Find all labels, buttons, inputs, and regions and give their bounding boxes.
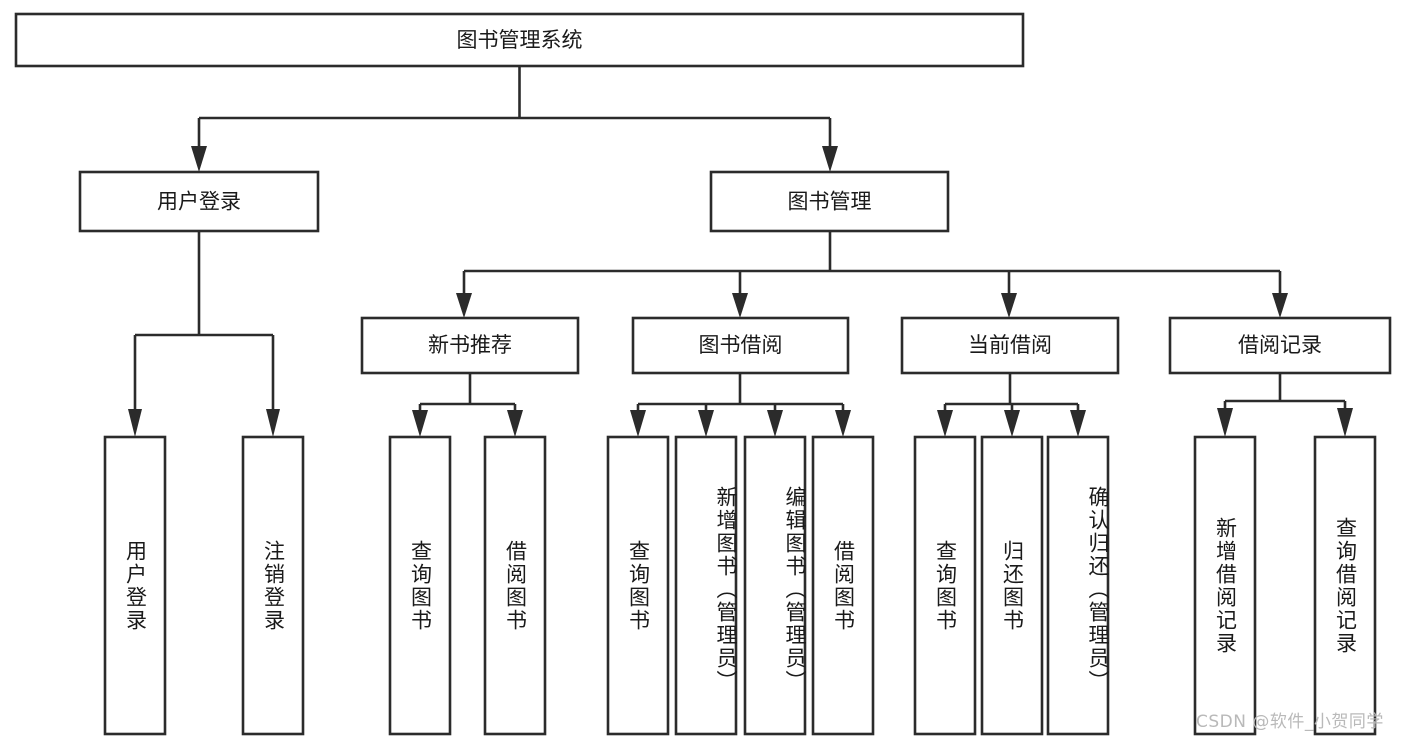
node-layer-leaves <box>103 435 1377 736</box>
arrow-head-user-login <box>191 146 207 172</box>
arrow-head-new-book-recommend <box>456 293 472 318</box>
node-layer-horizontal: 图书管理系统 用户登录 图书管理 新书推荐 图书借阅 当前借阅 <box>14 12 1392 375</box>
node-user-login[interactable]: 用户登录 <box>78 170 320 233</box>
node-root-rect[interactable] <box>14 12 1025 68</box>
node-borrow-record-rect[interactable] <box>1168 316 1392 375</box>
arrow-head-leaf-query-book-borrow <box>630 410 646 437</box>
arrow-head-leaf-borrow-book-recommend <box>507 410 523 437</box>
arrow-head-leaf-query-book-recommend <box>412 410 428 437</box>
node-root[interactable]: 图书管理系统 <box>14 12 1025 68</box>
arrow-head-leaf-query-book-current <box>937 410 953 437</box>
arrow-head-leaf-query-borrow-record <box>1337 408 1353 437</box>
node-leaf-borrow-book-recommend-rect[interactable] <box>483 435 547 736</box>
arrow-head-borrow-record <box>1272 293 1288 318</box>
node-user-login-label: 用户登录 <box>157 190 241 214</box>
csdn-watermark: CSDN @软件_小贺同学 <box>1196 712 1384 732</box>
node-leaf-query-book-recommend-rect[interactable] <box>388 435 452 736</box>
arrow-head-leaf-borrow-book <box>835 410 851 437</box>
node-book-borrow-rect[interactable] <box>631 316 850 375</box>
connector-layer <box>128 66 1353 437</box>
node-leaf-logout-rect[interactable] <box>241 435 305 736</box>
node-new-book-recommend-rect[interactable] <box>360 316 580 375</box>
arrow-head-leaf-return-book <box>1004 410 1020 437</box>
node-borrow-record-label: 借阅记录 <box>1238 333 1322 357</box>
arrow-head-leaf-logout <box>266 409 280 437</box>
node-root-label: 图书管理系统 <box>457 28 583 52</box>
node-leaf-confirm-return-admin-rect[interactable] <box>1046 435 1110 736</box>
arrow-head-leaf-add-book-admin <box>698 410 714 437</box>
node-leaf-return-book-rect[interactable] <box>980 435 1044 736</box>
node-leaf-query-book-current-rect[interactable] <box>913 435 977 736</box>
node-book-management-rect[interactable] <box>709 170 950 233</box>
arrow-head-leaf-edit-book-admin <box>767 410 783 437</box>
node-leaf-query-borrow-record-rect[interactable] <box>1313 435 1377 736</box>
node-leaf-borrow-book-rect[interactable] <box>811 435 875 736</box>
arrow-head-book-management <box>822 146 838 172</box>
arrow-head-leaf-add-borrow-record <box>1217 408 1233 437</box>
node-leaf-add-book-admin-rect[interactable] <box>674 435 738 736</box>
node-current-borrow[interactable]: 当前借阅 <box>900 316 1120 375</box>
node-current-borrow-label: 当前借阅 <box>968 333 1052 357</box>
node-borrow-record[interactable]: 借阅记录 <box>1168 316 1392 375</box>
arrow-head-book-borrow <box>732 293 748 318</box>
node-book-borrow-label: 图书借阅 <box>699 333 783 357</box>
node-leaf-edit-book-admin-rect[interactable] <box>743 435 807 736</box>
node-current-borrow-rect[interactable] <box>900 316 1120 375</box>
node-new-book-recommend-label: 新书推荐 <box>428 333 512 357</box>
arrow-head-leaf-confirm-return-admin <box>1070 410 1086 437</box>
arrow-head-current-borrow <box>1001 293 1017 318</box>
arrow-head-leaf-user-login <box>128 409 142 437</box>
node-book-borrow[interactable]: 图书借阅 <box>631 316 850 375</box>
node-book-management-label: 图书管理 <box>788 190 872 214</box>
node-new-book-recommend[interactable]: 新书推荐 <box>360 316 580 375</box>
node-leaf-user-login-rect[interactable] <box>103 435 167 736</box>
node-leaf-add-borrow-record-rect[interactable] <box>1193 435 1257 736</box>
node-book-management[interactable]: 图书管理 <box>709 170 950 233</box>
node-leaf-query-book-borrow-rect[interactable] <box>606 435 670 736</box>
node-user-login-rect[interactable] <box>78 170 320 233</box>
